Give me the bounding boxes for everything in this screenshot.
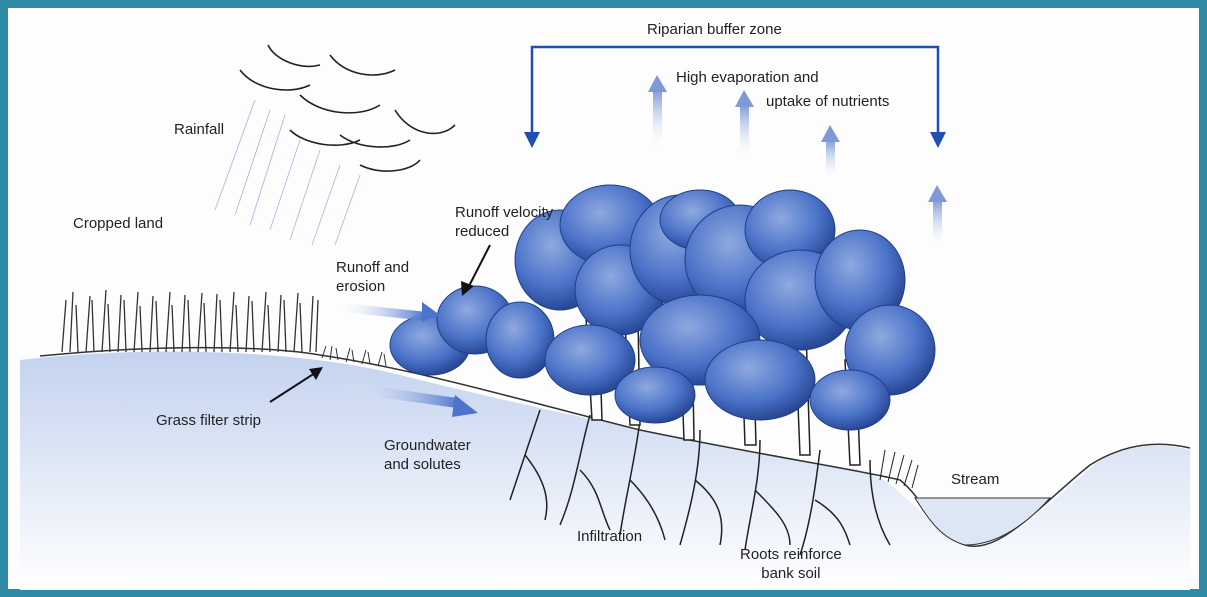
label-groundwater: Groundwater and solutes xyxy=(384,436,471,474)
label-roots-line2: bank soil xyxy=(740,564,842,583)
label-groundwater-line1: Groundwater xyxy=(384,436,471,455)
label-runoff-erosion-line1: Runoff and xyxy=(336,258,409,277)
label-grass-filter-strip: Grass filter strip xyxy=(156,411,261,430)
label-groundwater-line2: and solutes xyxy=(384,455,471,474)
label-runoff-erosion-line2: erosion xyxy=(336,277,409,296)
rain-streaks xyxy=(215,100,360,245)
label-runoff-velocity-line1: Runoff velocity xyxy=(455,203,553,222)
label-high-evaporation-line1: High evaporation and xyxy=(676,68,889,87)
label-runoff-erosion: Runoff and erosion xyxy=(336,258,409,296)
label-high-evaporation: High evaporation and uptake of nutrients xyxy=(676,68,889,111)
label-rainfall: Rainfall xyxy=(174,120,224,139)
label-high-evaporation-line2: uptake of nutrients xyxy=(676,92,889,111)
label-roots: Roots reinforce bank soil xyxy=(740,545,842,583)
label-infiltration: Infiltration xyxy=(577,527,642,546)
label-runoff-velocity-line2: reduced xyxy=(455,222,553,241)
rain-clouds xyxy=(240,45,455,171)
label-roots-line1: Roots reinforce xyxy=(740,545,842,564)
crop-stalks xyxy=(62,290,318,352)
label-stream: Stream xyxy=(951,470,999,489)
label-runoff-velocity: Runoff velocity reduced xyxy=(455,203,553,241)
label-cropped-land: Cropped land xyxy=(73,214,163,233)
label-riparian-buffer-zone: Riparian buffer zone xyxy=(647,20,782,39)
